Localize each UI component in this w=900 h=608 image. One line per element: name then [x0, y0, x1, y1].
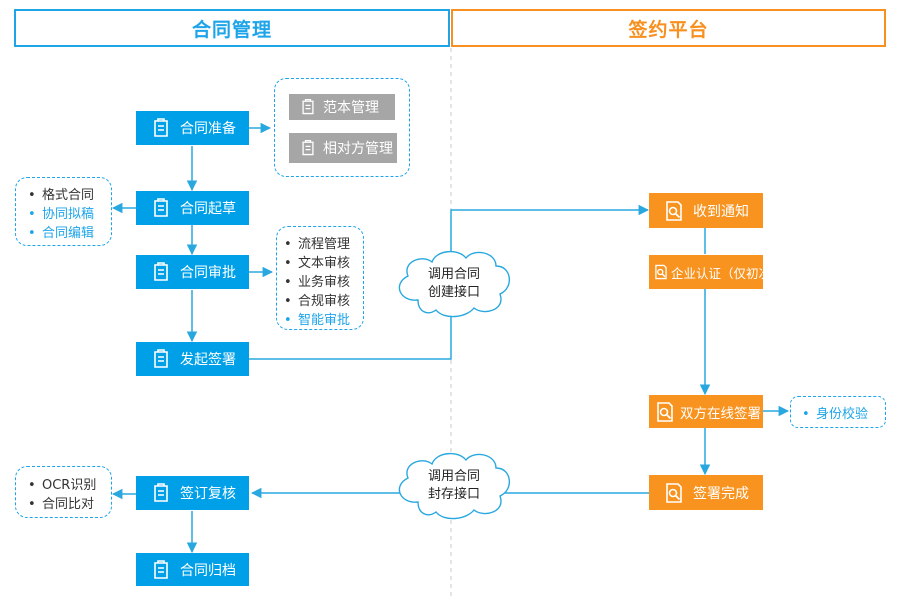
clipboard-icon: [150, 482, 172, 504]
node-label: 签订复核: [180, 486, 236, 502]
node-initiate-signing[interactable]: 发起签署: [136, 342, 249, 376]
node-contract-prepare[interactable]: 合同准备: [136, 111, 249, 145]
node-contract-draft[interactable]: 合同起草: [136, 191, 249, 225]
node-signing-recheck[interactable]: 签订复核: [136, 476, 249, 510]
cloud-line: 封存接口: [427, 487, 480, 502]
node-contract-archive[interactable]: 合同归档: [136, 553, 249, 586]
node-signing-complete[interactable]: 签署完成: [649, 475, 763, 510]
review-options-box: [276, 226, 364, 330]
document-search-icon: [663, 200, 685, 222]
review-option-label: 智能审批: [298, 313, 351, 328]
draft-option-label: 合同编辑: [42, 226, 95, 241]
template-item-2[interactable]: 相对方管理: [289, 133, 397, 163]
identity-option-label: 身份校验: [816, 407, 869, 422]
clipboard-icon: [299, 98, 317, 116]
ocr-option-label: OCR识别: [42, 478, 97, 493]
draft-option-label: 格式合同: [42, 188, 95, 203]
review-option-1: •流程管理: [284, 237, 351, 252]
template-item-label: 范本管理: [323, 100, 379, 116]
node-label: 合同归档: [180, 562, 236, 579]
cloud-create-interface: 调用合同 创建接口: [414, 266, 494, 302]
header-signing-platform: 签约平台: [451, 9, 886, 47]
review-option-5: •智能审批: [284, 313, 351, 328]
node-enterprise-auth[interactable]: 企业认证（仅初次: [649, 255, 763, 289]
draft-option-label: 协同拟稿: [42, 207, 95, 222]
clipboard-icon: [150, 261, 172, 283]
identity-option-1: •身份校验: [802, 407, 869, 422]
node-label: 合同起草: [180, 201, 236, 217]
node-label: 收到通知: [693, 203, 749, 220]
template-item-label: 相对方管理: [323, 141, 393, 157]
ocr-option-2: •合同比对: [28, 497, 95, 512]
cloud-line: 调用合同: [427, 469, 480, 484]
node-label: 签署完成: [693, 485, 749, 502]
review-option-2: •文本审核: [284, 256, 351, 271]
node-receive-notice[interactable]: 收到通知: [649, 193, 763, 228]
ocr-options-box: [15, 466, 112, 518]
document-search-icon: [654, 401, 676, 423]
cloud-line: 调用合同: [427, 267, 480, 282]
node-contract-review[interactable]: 合同审批: [136, 255, 249, 289]
document-search-icon: [663, 482, 685, 504]
node-online-signing[interactable]: 双方在线签署: [649, 395, 763, 428]
review-option-label: 业务审核: [298, 275, 351, 290]
clipboard-icon: [299, 139, 317, 157]
cloud-shape-create: [398, 251, 510, 318]
node-label: 发起签署: [180, 352, 236, 368]
review-option-label: 流程管理: [298, 237, 351, 252]
clipboard-icon: [150, 559, 172, 581]
cloud-archive-interface: 调用合同 封存接口: [414, 468, 494, 504]
clipboard-icon: [150, 197, 172, 219]
node-label: 合同准备: [180, 121, 236, 137]
ocr-option-1: •OCR识别: [28, 478, 97, 493]
cloud-shape-archive: [398, 453, 510, 520]
review-option-3: •业务审核: [284, 275, 351, 290]
draft-option-2: •协同拟稿: [28, 207, 95, 222]
clipboard-icon: [150, 348, 172, 370]
review-option-label: 文本审核: [298, 256, 351, 271]
draft-options-box: [15, 177, 112, 246]
review-option-4: •合规审核: [284, 294, 351, 309]
template-item-1[interactable]: 范本管理: [289, 94, 395, 120]
review-option-label: 合规审核: [298, 294, 351, 309]
node-label: 双方在线签署: [680, 405, 761, 422]
identity-options-box: [790, 396, 886, 428]
cloud-line: 创建接口: [427, 285, 480, 300]
draft-option-3: •合同编辑: [28, 226, 95, 241]
ocr-option-label: 合同比对: [42, 497, 95, 512]
draft-option-1: •格式合同: [28, 188, 95, 203]
header-contract-management: 合同管理: [14, 9, 450, 47]
node-label: 合同审批: [180, 265, 236, 281]
document-search-icon: [653, 264, 669, 280]
node-label: 企业认证（仅初次: [671, 265, 763, 281]
clipboard-icon: [150, 117, 172, 139]
